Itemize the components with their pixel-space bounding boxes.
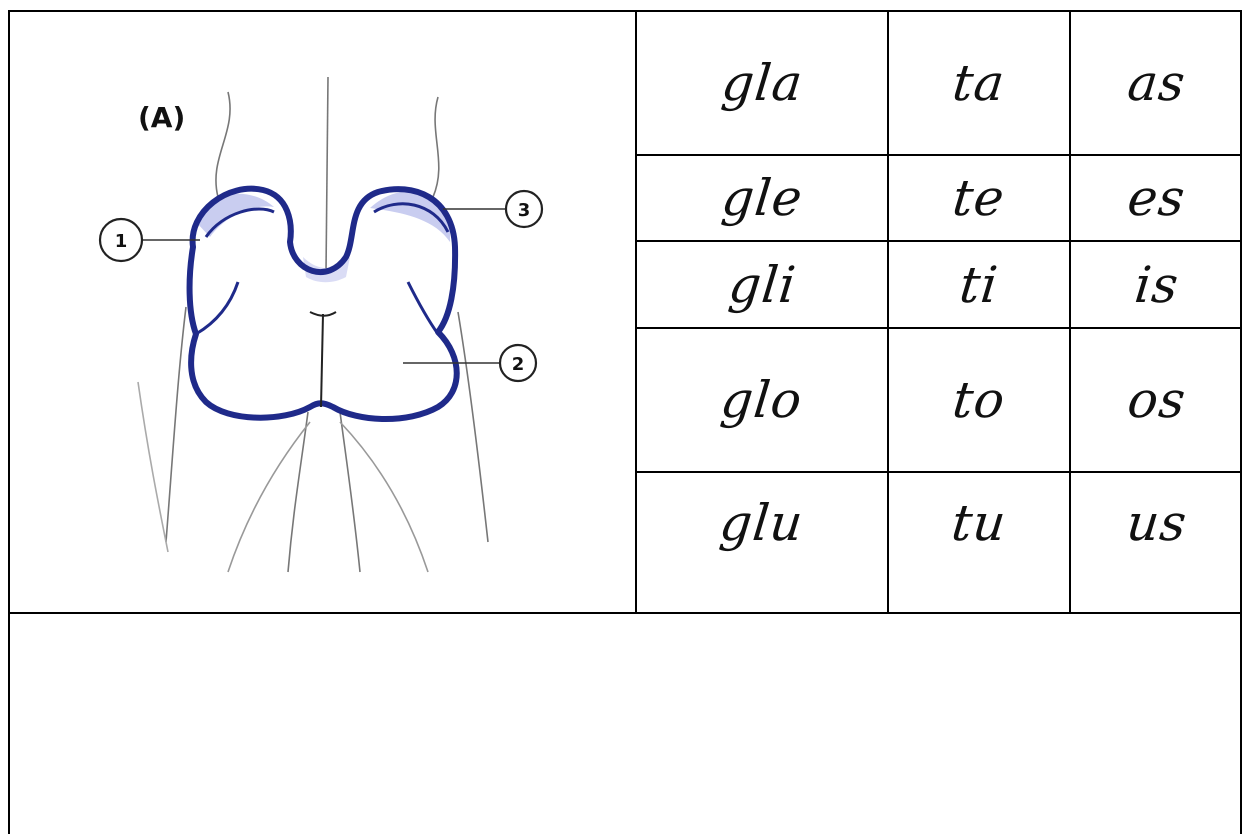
syllable-cell: glu	[637, 473, 887, 573]
thyroid-drawing: 1 3 2 (A)	[78, 72, 568, 582]
syllable-cell: ta	[889, 12, 1069, 154]
syllable-cell: te	[889, 156, 1069, 240]
callout-3: 3	[518, 200, 531, 221]
syllable-cell: gli	[637, 242, 887, 327]
syllable-cell: gla	[637, 12, 887, 154]
thyroid-outline	[190, 189, 457, 419]
syllable-cell: as	[1071, 12, 1242, 154]
syllable-cell: glo	[637, 329, 887, 471]
callout-1: 1	[115, 231, 128, 252]
syllable-cell: to	[889, 329, 1069, 471]
callout-2: 2	[512, 354, 525, 375]
panel-label: (A)	[138, 101, 185, 134]
thyroid-figure: 1 3 2 (A)	[78, 72, 568, 582]
syllable-cell: tu	[889, 473, 1069, 573]
syllable-cell: gle	[637, 156, 887, 240]
syllable-cell: us	[1071, 473, 1242, 573]
syllable-cell: es	[1071, 156, 1242, 240]
syllable-cell: os	[1071, 329, 1242, 471]
syllable-cell: is	[1071, 242, 1242, 327]
syllable-cell: ti	[889, 242, 1069, 327]
writing-area	[10, 614, 1240, 834]
